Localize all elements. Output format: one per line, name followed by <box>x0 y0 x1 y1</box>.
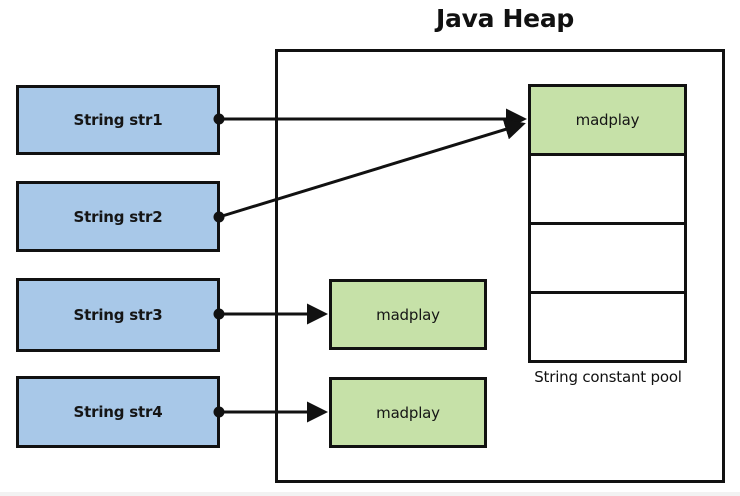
variable-box-str1: String str1 <box>16 85 220 155</box>
pool-row-3 <box>531 225 684 294</box>
string-constant-pool-label: String constant pool <box>534 368 682 386</box>
java-heap-container <box>275 49 725 483</box>
pool-row-1: madplay <box>531 87 684 156</box>
pool-row-4 <box>531 294 684 360</box>
variable-box-str3: String str3 <box>16 278 220 352</box>
heap-object-madplay-1: madplay <box>329 279 487 350</box>
variable-box-str4: String str4 <box>16 376 220 448</box>
heap-object-madplay-2: madplay <box>329 377 487 448</box>
variable-box-str2: String str2 <box>16 181 220 252</box>
pool-row-2 <box>531 156 684 225</box>
heap-title: Java Heap <box>436 4 574 33</box>
string-constant-pool: madplay <box>528 84 687 363</box>
